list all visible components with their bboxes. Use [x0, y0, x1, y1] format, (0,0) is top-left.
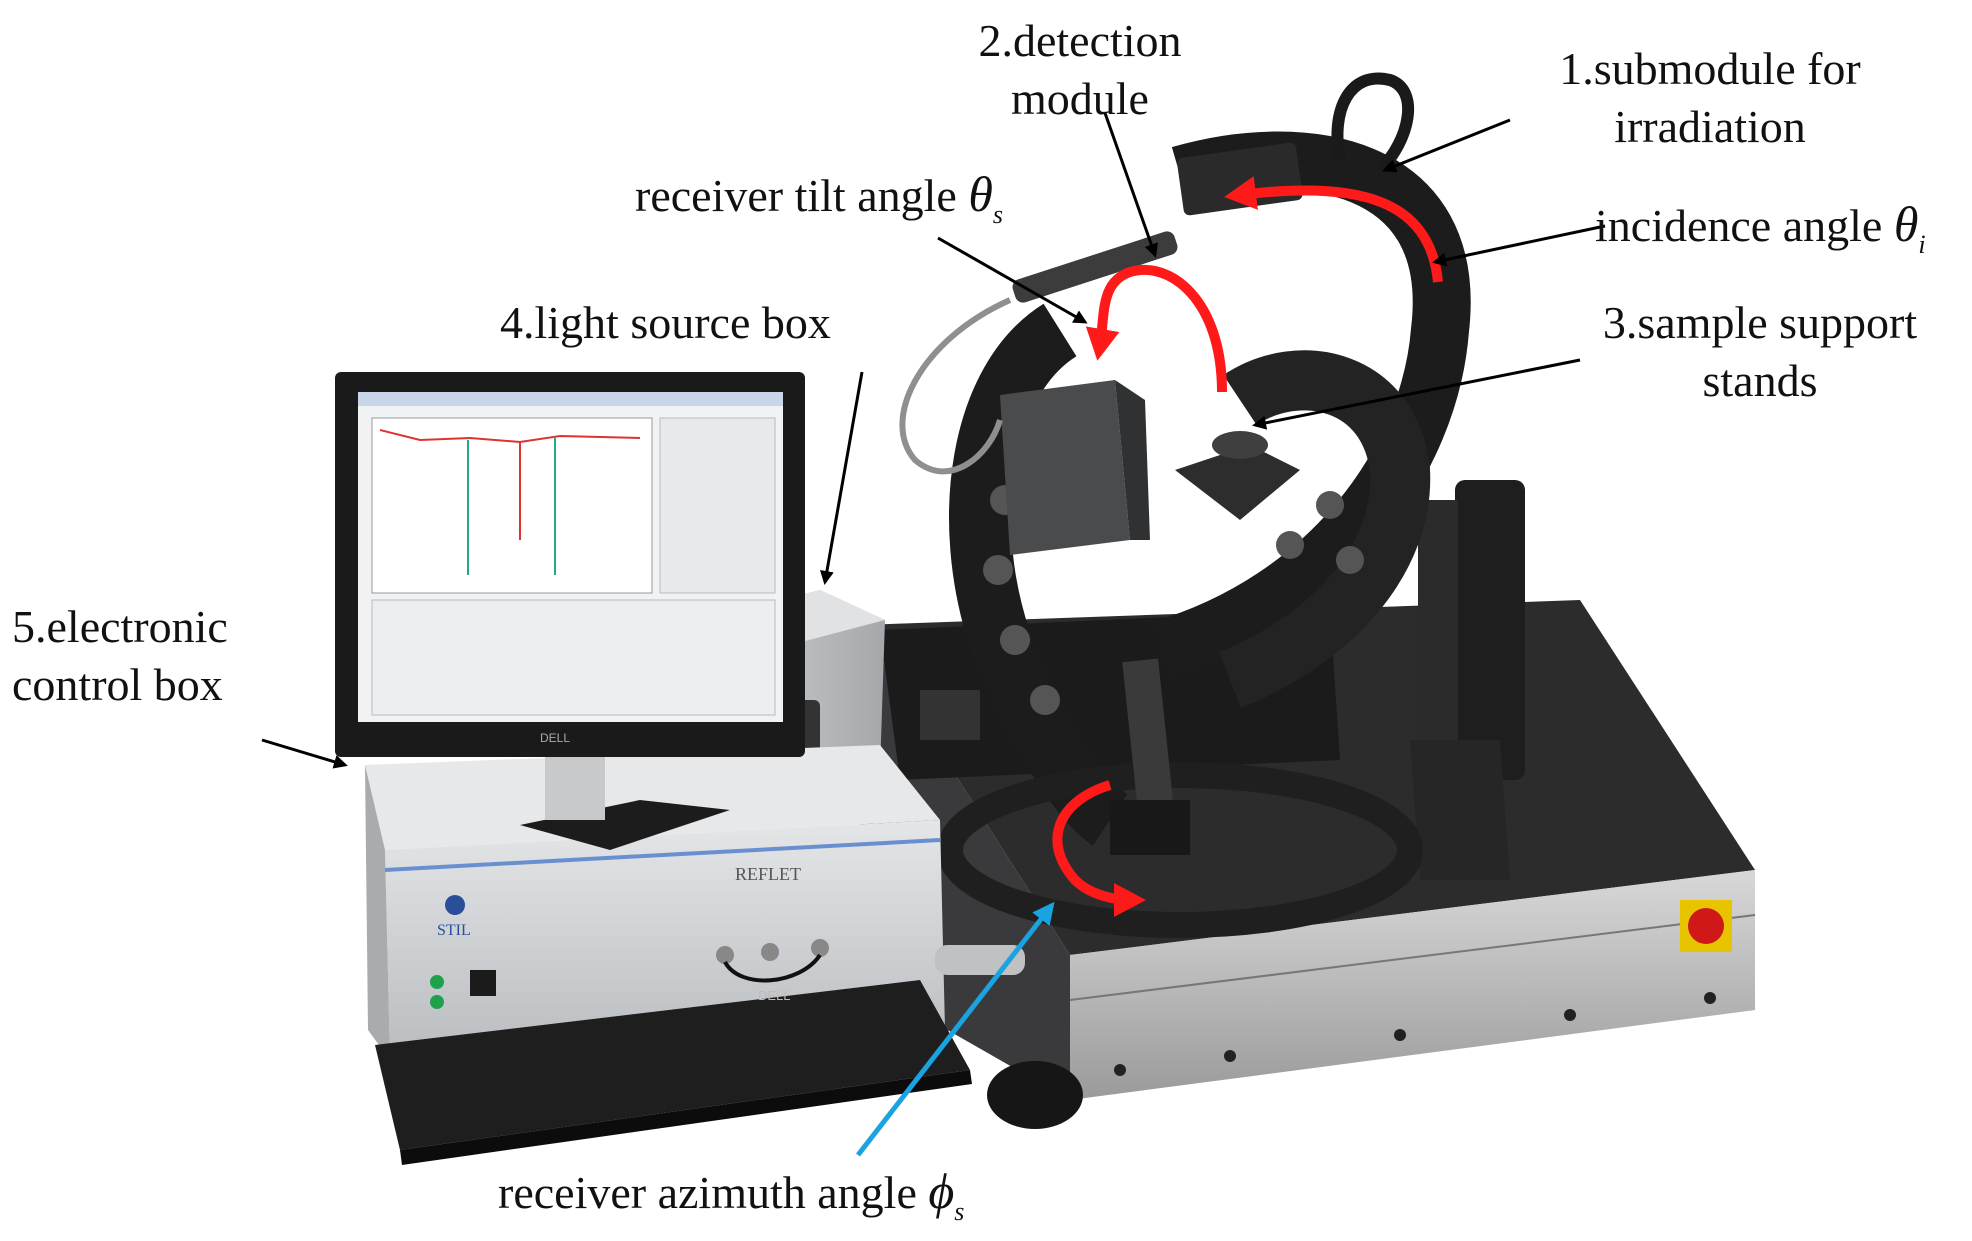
light-source-pointer	[820, 371, 864, 585]
keyboard: DELL	[375, 980, 972, 1165]
theta-symbol: θ	[1893, 196, 1919, 252]
azimuth-rotation-arrow	[1052, 780, 1146, 917]
detection-module-label: 2.detection module	[960, 12, 1200, 128]
rotation-arrows	[1052, 176, 1443, 917]
incidence-text: incidence angle	[1595, 200, 1883, 251]
detection-module-line2: module	[1011, 73, 1149, 124]
theta-subscript: i	[1918, 230, 1926, 259]
control-box-pointer	[261, 738, 348, 769]
receiver-azimuth-label: receiver azimuth angle ϕs	[498, 1162, 964, 1241]
sample-support-label: 3.sample support stands	[1570, 294, 1950, 410]
phi-symbol: ϕ	[928, 1163, 955, 1219]
irradiation-arc	[1151, 72, 1471, 708]
light-source-box-label: 4.light source box	[500, 294, 831, 352]
receiver-tilt-text: receiver tilt angle	[635, 170, 957, 221]
submodule-irradiation-label: 1.submodule for irradiation	[1530, 40, 1890, 156]
sample-pointer	[1252, 358, 1581, 430]
detection-arc	[899, 231, 1423, 938]
detection-pointer	[1103, 112, 1158, 258]
detection-module-line1: 2.detection	[978, 15, 1182, 66]
light-source-text: 4.light source box	[500, 297, 831, 348]
theta-symbol: θ	[968, 166, 993, 222]
incidence-angle-label: incidence angle θi	[1595, 195, 1926, 274]
stil-logo-icon	[445, 895, 465, 915]
maker-text: STIL	[437, 922, 471, 939]
brand-panel-text: REFLET	[735, 864, 801, 884]
electronic-control-line2: control box	[12, 659, 223, 710]
receiver-tilt-label: receiver tilt angle θs	[635, 165, 1003, 244]
incidence-pointer	[1432, 224, 1606, 267]
sample-support-line2: stands	[1702, 355, 1818, 406]
monitor-brand-text: DELL	[540, 731, 570, 745]
irradiation-pointer	[1382, 118, 1511, 173]
annotation-arrows	[261, 112, 1606, 769]
azimuth-pointer	[856, 901, 1055, 1157]
submodule-line1: 1.submodule for	[1559, 43, 1861, 94]
incidence-rotation-arrow	[1224, 176, 1443, 283]
electronic-control-line1: 5.electronic	[12, 601, 228, 652]
tilt-rotation-arrow	[1085, 264, 1227, 393]
phi-subscript: s	[954, 1197, 965, 1226]
submodule-line2: irradiation	[1614, 101, 1806, 152]
keyboard-brand-text: DELL	[758, 988, 791, 1003]
electronic-control-label: 5.electronic control box	[12, 598, 228, 714]
receiver-azimuth-text: receiver azimuth angle	[498, 1167, 917, 1218]
monitor: DELL	[335, 372, 805, 850]
sample-support-line1: 3.sample support	[1602, 297, 1918, 348]
tilt-pointer	[937, 236, 1088, 324]
mouse	[987, 1061, 1083, 1129]
theta-subscript: s	[992, 200, 1004, 229]
